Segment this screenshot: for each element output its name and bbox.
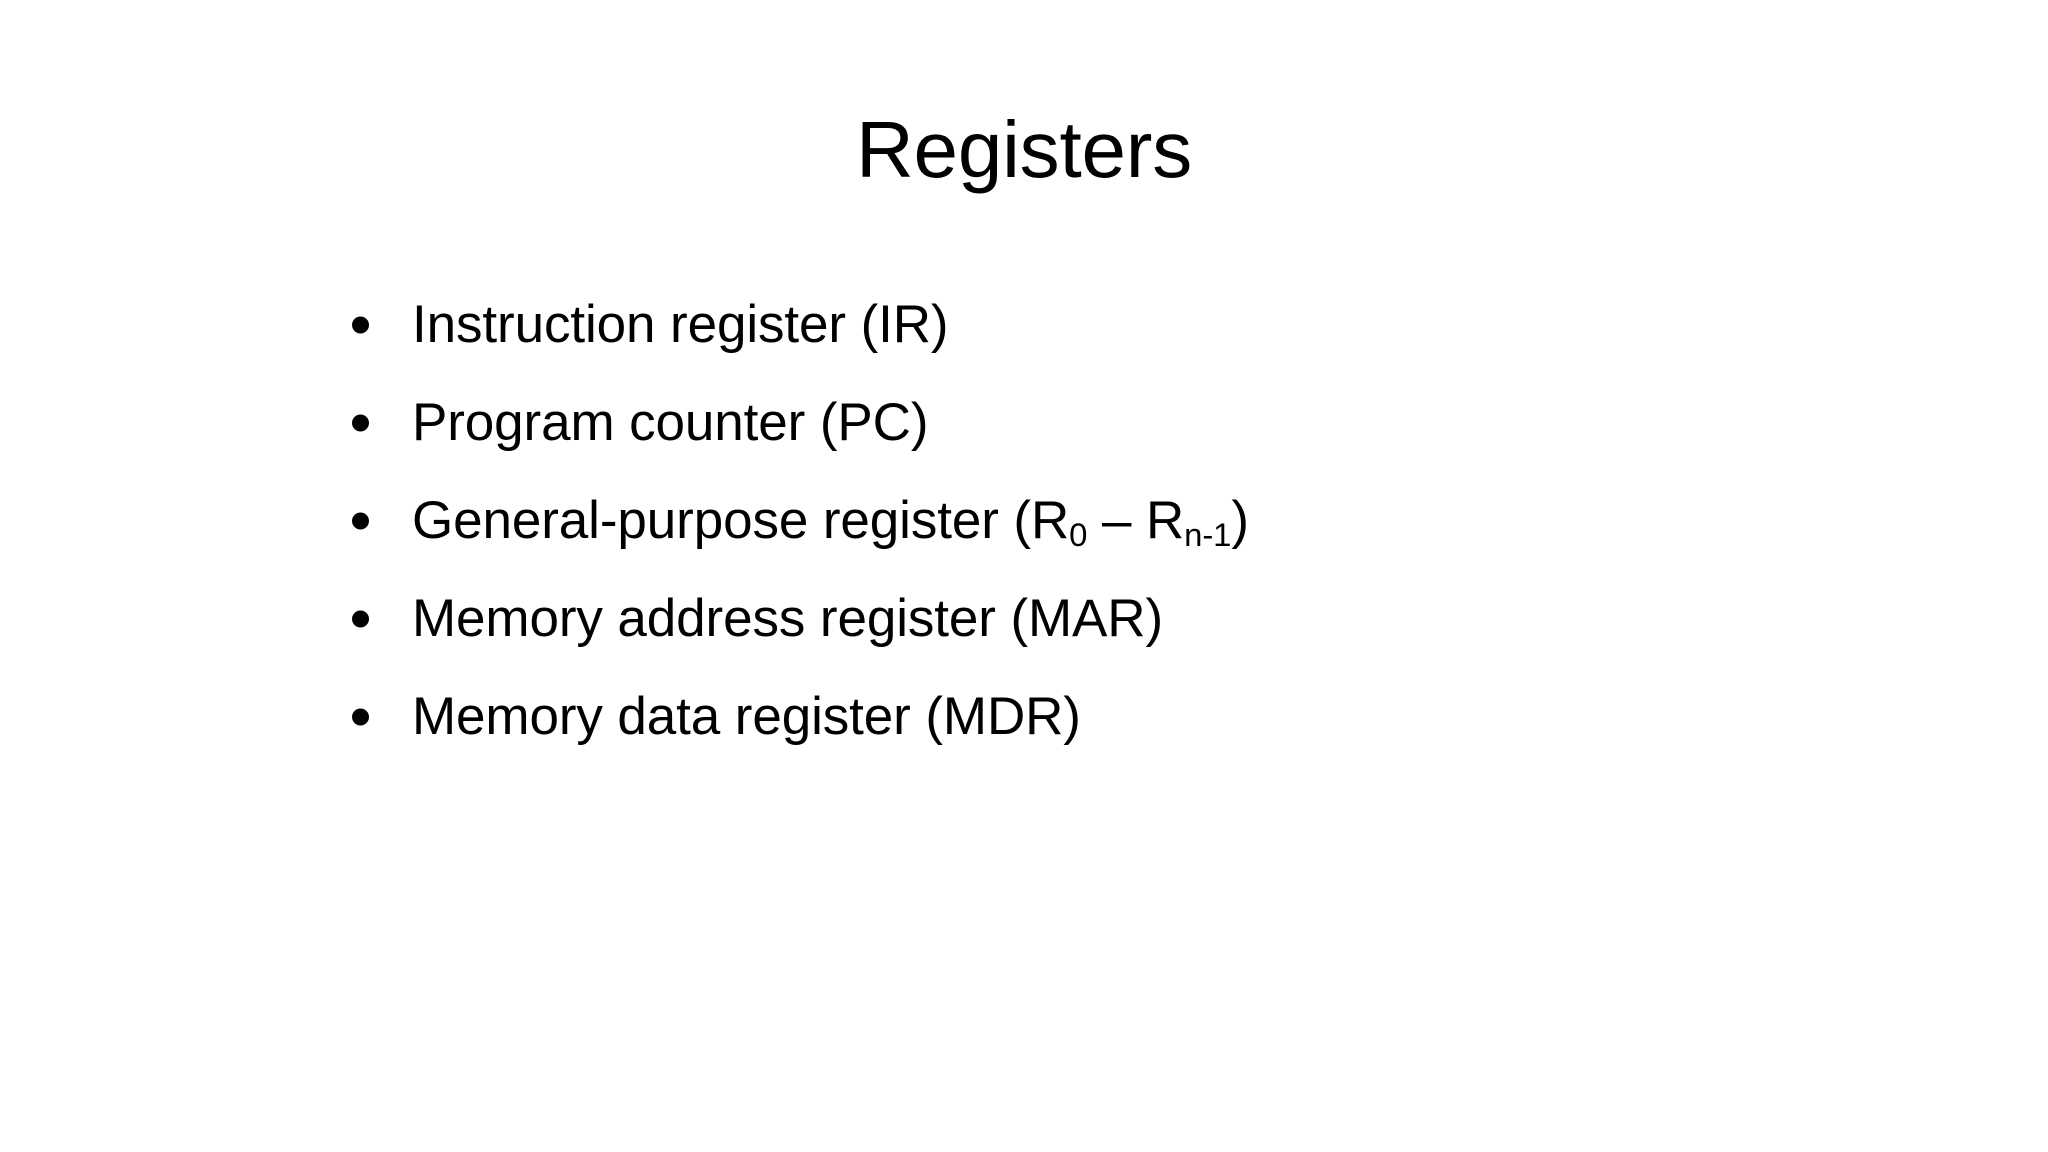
bullet-point-icon [352,414,369,432]
list-item-text-prefix: Memory address register (MAR) [412,589,1164,649]
list-item-text: Memory data register (MDR) [412,688,1081,745]
page-title: Registers [855,105,1193,194]
bullet-point-icon [352,512,369,530]
list-item[interactable]: General-purpose register (R0 – Rn-1) [340,472,1760,570]
list-item-text: Memory address register (MAR) [412,590,1163,647]
list-item[interactable]: Program counter (PC) [340,374,1760,472]
list-item-text-prefix: Memory data register (MDR) [412,687,1081,747]
register-subscript-start: 0 [1069,515,1088,553]
list-item[interactable]: Memory address register (MAR) [340,570,1760,668]
bullet-point-icon [352,708,369,726]
list-item-text: Program counter (PC) [412,394,928,451]
bullet-point-icon [352,316,369,334]
list-item-text-suffix: ) [1231,491,1249,551]
bullet-point-icon [352,610,369,628]
list-item-text-prefix: Instruction register (IR) [412,295,949,355]
register-subscript-end: n-1 [1184,515,1232,553]
list-item-text-prefix: Program counter (PC) [412,393,929,453]
list-item[interactable]: Instruction register (IR) [340,276,1760,374]
list-item-text: General-purpose register (R0 – Rn-1) [412,491,1249,551]
bullet-list: Instruction register (IR) Program counte… [340,276,1760,766]
list-item-text: Instruction register (IR) [412,295,949,355]
list-item[interactable]: Memory data register (MDR) [340,668,1760,766]
list-item-text-prefix: General-purpose register (R [412,491,1070,551]
register-range-separator: – R [1087,491,1185,551]
